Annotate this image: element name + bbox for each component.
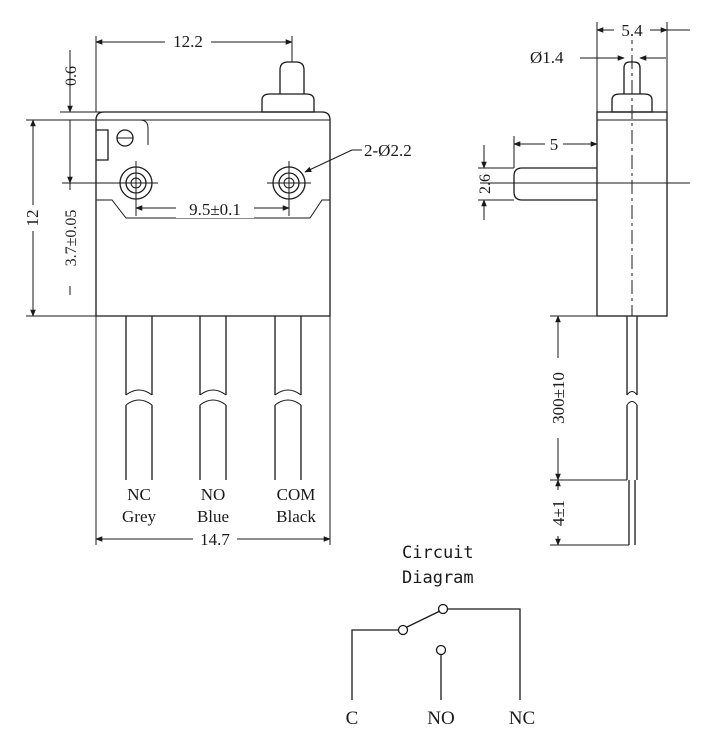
wire-no	[199, 316, 227, 480]
side-plunger-tip	[623, 61, 641, 94]
circuit-wire-c	[351, 629, 398, 700]
side-view: 5.4 Ø1.4 5 2.6 300±10 4±1	[477, 20, 690, 546]
dim-actuator-len: 5	[550, 135, 559, 154]
dim-side-width: 5.4	[621, 21, 643, 40]
wire-com	[274, 316, 302, 480]
circuit-title-line1: Circuit	[402, 543, 474, 563]
dim-plunger-dia: Ø1.4	[530, 48, 564, 67]
wire-label-no: NO	[201, 485, 226, 504]
dim-hole-pitch: 9.5±0.1	[189, 200, 241, 219]
dim-actuator-dia: 2.6	[477, 174, 494, 194]
side-plunger-base	[611, 93, 653, 113]
wire-label-com: COM	[277, 485, 316, 504]
wire-color-no: Blue	[197, 507, 229, 526]
mounting-hole-left	[114, 161, 158, 205]
circuit-label-c: C	[346, 708, 359, 729]
dim-height: 12	[23, 210, 42, 227]
circuit-wire-nc	[448, 608, 521, 700]
circuit-node-c	[397, 624, 409, 636]
front-view: 12.2 0.6 12 3.7±0.05 9.5±0.1 2-Ø2.2 NC G…	[22, 30, 412, 549]
wire-color-nc: Grey	[122, 507, 156, 526]
circuit-diagram: Circuit Diagram C NO NC	[346, 543, 536, 729]
wire-label-nc: NC	[127, 485, 151, 504]
dim-holes: 2-Ø2.2	[364, 141, 412, 160]
plunger	[261, 93, 315, 113]
dim-hole-offset: 3.7±0.05	[63, 210, 80, 267]
dim-width-top: 12.2	[173, 32, 203, 51]
cover-arc	[139, 119, 149, 145]
mounting-hole-right	[267, 161, 311, 205]
circuit-label-nc: NC	[509, 708, 535, 729]
circuit-node-no	[435, 644, 447, 656]
mounting-tab	[96, 129, 109, 161]
wire-nc	[125, 316, 153, 480]
dim-width-bottom: 14.7	[200, 530, 230, 549]
dim-wire-length: 300±10	[549, 372, 568, 424]
circuit-label-no: NO	[427, 708, 454, 729]
side-actuator-pin	[513, 167, 597, 201]
plunger-tip	[279, 61, 305, 94]
dim-strip-length: 4±1	[549, 500, 568, 526]
dim-plunger-height: 0.6	[63, 66, 80, 86]
wire-color-com: Black	[276, 507, 316, 526]
circuit-switch-lever	[406, 610, 441, 628]
circuit-node-nc-contact	[437, 603, 449, 615]
circuit-title-line2: Diagram	[402, 568, 474, 588]
